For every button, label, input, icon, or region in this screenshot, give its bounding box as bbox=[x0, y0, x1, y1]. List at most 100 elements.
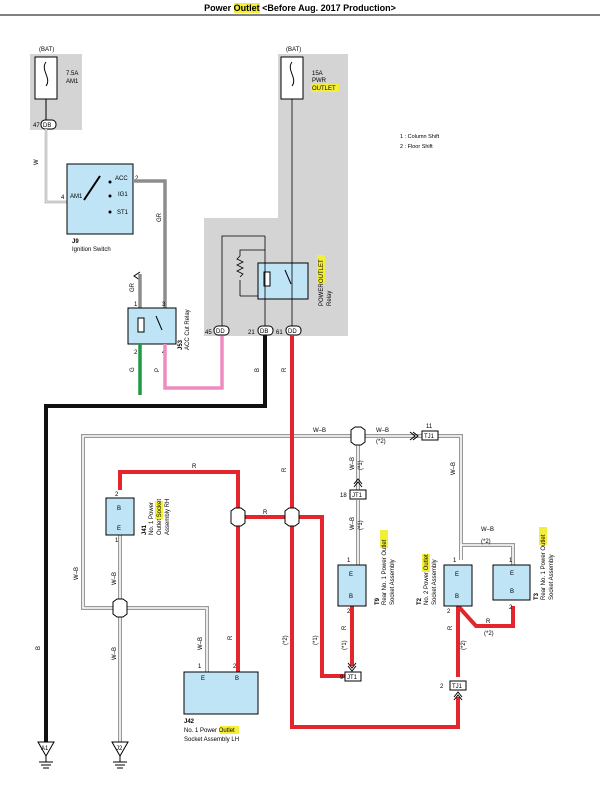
note-2-r-t2: (*2) bbox=[461, 640, 467, 650]
t2-line1: No. 2 Power Outlet bbox=[424, 554, 430, 605]
ignition-pin-2: 2 bbox=[135, 176, 139, 182]
relay-label-2: Relay bbox=[327, 291, 333, 306]
svg-text:B: B bbox=[510, 589, 514, 595]
junction-block-shade-pwr bbox=[204, 54, 348, 336]
j41-box bbox=[105, 497, 135, 536]
page-title: Power Outlet <Before Aug. 2017 Productio… bbox=[204, 3, 396, 13]
ground-a1-label: A1 bbox=[41, 746, 49, 752]
ignition-ig1-label: IG1 bbox=[118, 192, 128, 198]
junction-pin-2: 2 bbox=[440, 684, 444, 690]
relay-label-1b: OUTLET bbox=[319, 259, 325, 283]
t3-pin-1: 1 bbox=[509, 558, 513, 564]
wire-label-wb-t3: W–B bbox=[481, 527, 494, 533]
pin-45: 45 bbox=[205, 330, 212, 336]
svg-text:TJ1: TJ1 bbox=[424, 434, 435, 440]
t3-line2: Socket Assembly bbox=[549, 554, 555, 600]
wire-label-w: W bbox=[34, 159, 40, 165]
t9-box bbox=[337, 564, 367, 607]
wire-label-wb-j41: W–B bbox=[112, 572, 118, 585]
wire-label-wb-top2: W–B bbox=[376, 428, 389, 434]
j41-pin-1: 1 bbox=[115, 538, 119, 544]
svg-text:E: E bbox=[117, 526, 121, 532]
wire-gr-acc bbox=[133, 179, 167, 308]
wire-label-r-t3: R bbox=[486, 619, 491, 625]
wire-label-wb-j2: W–B bbox=[112, 647, 118, 660]
pwr-rating: 15A bbox=[312, 71, 323, 77]
svg-text:DB: DB bbox=[260, 329, 268, 335]
ignition-switch-box bbox=[66, 163, 134, 235]
wire-label-b-2: B bbox=[36, 646, 42, 650]
svg-text:JT1: JT1 bbox=[347, 675, 358, 681]
note-1-t9a: (*1) bbox=[358, 460, 364, 470]
am1-rating: 7.5A bbox=[66, 71, 78, 77]
t3-line1: Rear No. 1 Power Outlet bbox=[541, 534, 547, 600]
junction-pin-9: 9 bbox=[340, 675, 344, 681]
pin-21: 21 bbox=[248, 330, 255, 336]
splice-r-right bbox=[284, 507, 300, 527]
relay-internal-wire-1 bbox=[221, 235, 265, 326]
j41-id: J41 bbox=[142, 524, 148, 535]
svg-text:B: B bbox=[235, 676, 239, 682]
note-2-t3: (*2) bbox=[481, 539, 491, 545]
note-2-r-t3: (*2) bbox=[484, 631, 494, 637]
junction-pin-11: 11 bbox=[426, 424, 433, 430]
junction-jt1-a bbox=[349, 489, 367, 500]
j42-pin-1: 1 bbox=[198, 664, 202, 670]
t2-id: T2 bbox=[417, 597, 423, 605]
ground-j2-symbol bbox=[111, 741, 129, 758]
j42-id: J42 bbox=[184, 719, 195, 725]
svg-text:DD: DD bbox=[288, 329, 297, 335]
t9-id: T9 bbox=[375, 597, 381, 605]
wire-label-r-t9: R bbox=[342, 625, 348, 630]
wire-r-power bbox=[118, 335, 515, 729]
wire-w-am1 bbox=[44, 129, 67, 204]
svg-text:JT1: JT1 bbox=[352, 493, 363, 499]
t9-line1: Rear No. 1 Power Outlet bbox=[382, 539, 388, 605]
ignition-pin-4: 4 bbox=[61, 195, 65, 201]
acc-relay-name: ACC Cut Relay bbox=[185, 309, 191, 350]
wire-label-r-t2: R bbox=[448, 625, 454, 630]
legend-column-shift: 1 : Column Shift bbox=[400, 134, 440, 140]
wire-label-b-1: B bbox=[255, 368, 261, 372]
note-1-r-t9: (*1) bbox=[342, 640, 348, 650]
am1-fuse-element bbox=[43, 61, 49, 87]
j42-line2: Socket Assembly LH bbox=[184, 737, 239, 743]
wire-label-r-1: R bbox=[282, 367, 288, 372]
splice-wb-left bbox=[112, 598, 128, 618]
j41-pin-2: 2 bbox=[115, 492, 119, 498]
pwr-bat-label: (BAT) bbox=[286, 47, 301, 53]
t2-pin-2: 2 bbox=[447, 609, 451, 615]
junction-tj1-bottom bbox=[449, 680, 467, 691]
wire-label-gr-1: GR bbox=[157, 212, 163, 222]
wire-label-gr-2: GR bbox=[130, 282, 136, 292]
svg-text:TJ1: TJ1 bbox=[452, 684, 463, 690]
ignition-id: J9 bbox=[72, 239, 79, 245]
wire-label-wb-t2: W–B bbox=[451, 462, 457, 475]
svg-text:DD: DD bbox=[216, 329, 225, 335]
wire-label-p: P bbox=[155, 368, 161, 372]
t2-line2: Socket Assembly bbox=[432, 559, 438, 605]
ignition-st1-label: ST1 bbox=[117, 210, 129, 216]
pwr-name2: OUTLET bbox=[312, 86, 336, 92]
relay-resistor bbox=[236, 255, 244, 278]
wire-b-ground bbox=[44, 335, 267, 742]
pwr-name: PWR bbox=[312, 78, 327, 84]
junction-jt1-b bbox=[344, 671, 362, 682]
wire-label-wb-t9b: W–B bbox=[350, 517, 356, 530]
acc-cut-relay-box bbox=[127, 307, 177, 345]
wire-label-wb-top: W–B bbox=[313, 428, 326, 434]
wire-label-wb-left: W–B bbox=[74, 567, 80, 580]
am1-fuse-symbol bbox=[34, 56, 58, 100]
acc-relay-pin-2: 2 bbox=[134, 350, 138, 356]
t3-id: T3 bbox=[534, 592, 540, 600]
junction-tj1-top bbox=[421, 430, 439, 441]
svg-text:E: E bbox=[455, 572, 459, 578]
svg-text:E: E bbox=[201, 676, 205, 682]
splice-points bbox=[112, 426, 366, 618]
ground-j2-label: J2 bbox=[116, 746, 123, 752]
t3-box bbox=[492, 564, 531, 601]
pin-61: 61 bbox=[276, 330, 283, 336]
ignition-acc-label: ACC bbox=[115, 176, 128, 182]
ground-a1-symbol bbox=[37, 741, 55, 758]
